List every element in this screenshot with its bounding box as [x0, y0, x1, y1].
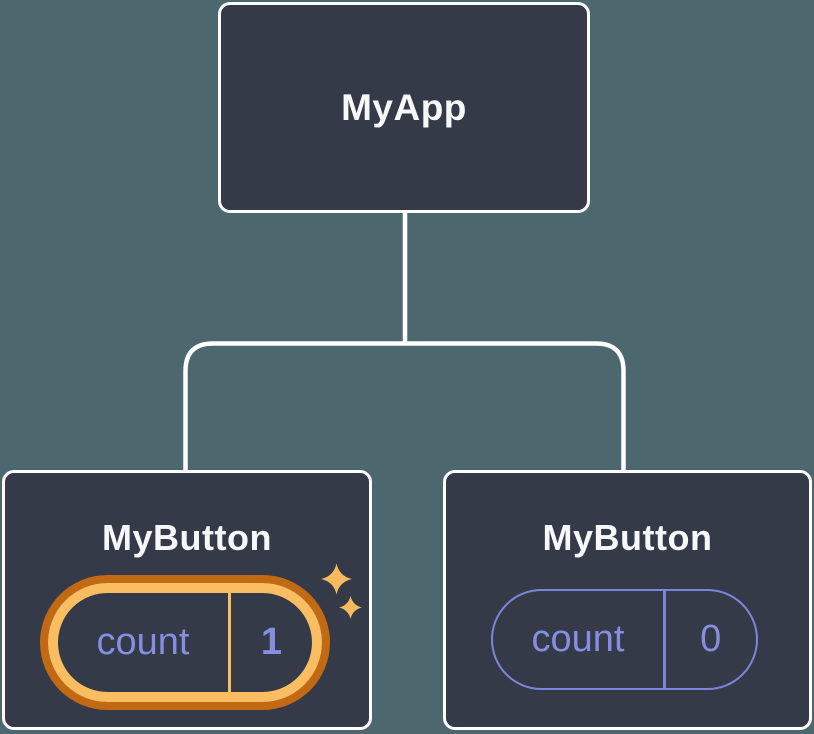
- component-label: MyButton: [542, 517, 713, 558]
- component-node-child-idle: MyButton count 0: [443, 470, 812, 730]
- state-key-label: count: [96, 621, 190, 663]
- state-key-label: count: [531, 618, 625, 660]
- component-node-root: MyApp: [218, 2, 590, 213]
- state-value: 1: [260, 621, 283, 663]
- state-pill: count 0: [491, 589, 758, 690]
- component-label: MyApp: [341, 86, 467, 128]
- component-node-child-active: MyButton count 1: [2, 470, 372, 730]
- state-value: 0: [700, 618, 722, 660]
- state-pill-divider: [663, 591, 666, 688]
- state-pill-highlighted: count 1: [48, 583, 322, 702]
- state-pill-divider: [228, 593, 231, 692]
- component-label: MyButton: [102, 517, 272, 558]
- connector-branch: [183, 341, 626, 471]
